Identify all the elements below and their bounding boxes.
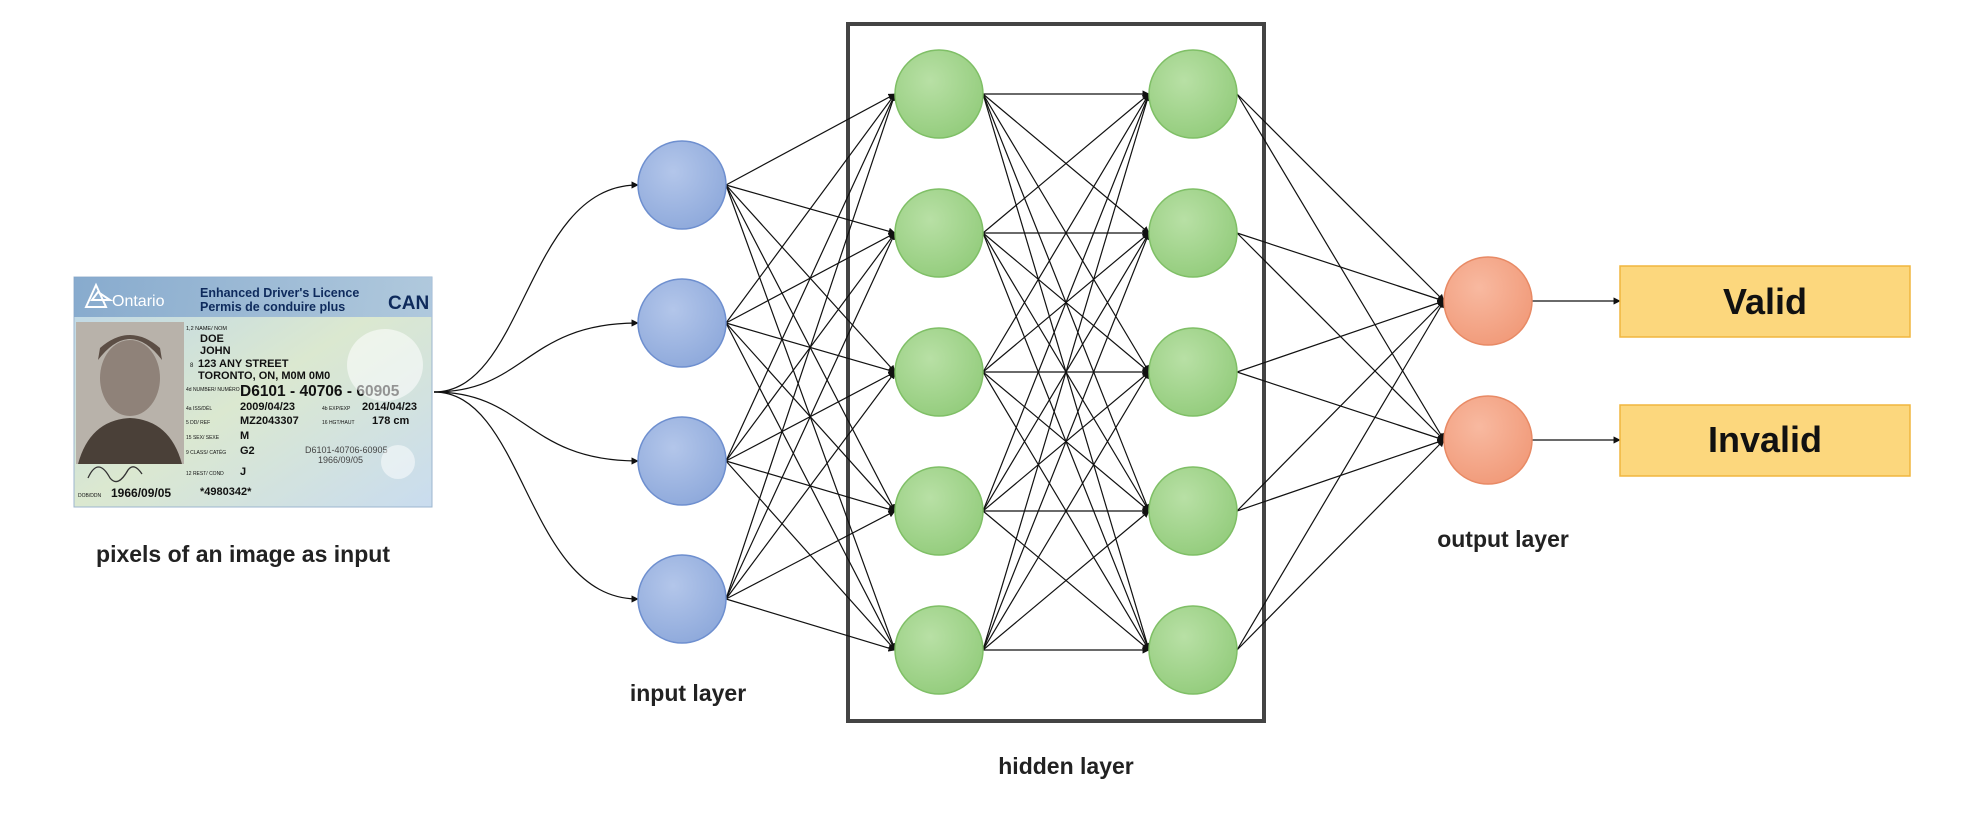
hidden-to-output-edge xyxy=(1236,439,1445,651)
hidden-to-hidden-edge xyxy=(982,93,1150,234)
id-title-fr: Permis de conduire plus xyxy=(200,300,345,314)
hidden-to-output-edge xyxy=(1236,232,1445,303)
signature xyxy=(87,466,143,483)
hidden-node-layer2 xyxy=(1148,49,1238,139)
output-valid-rect xyxy=(1619,265,1911,338)
id-expiry-label: 4b EXP/EXP xyxy=(322,406,351,412)
hidden-layer-frame xyxy=(846,22,1266,723)
id-country: CAN xyxy=(388,293,429,314)
image-to-input-edge xyxy=(433,391,639,603)
id-dd: MZ2043307 xyxy=(240,415,299,427)
id-address-label: 8 xyxy=(190,363,194,369)
id-ghost-number: D6101-40706-60905 xyxy=(305,445,388,455)
hidden-to-hidden-edge xyxy=(982,93,1150,512)
hidden-to-hidden-edge xyxy=(982,93,1151,651)
input-to-hidden-edge xyxy=(725,232,896,600)
connections xyxy=(433,90,1621,654)
image-input-label: pixels of an image as input xyxy=(96,541,390,567)
hidden-node-layer1 xyxy=(894,327,984,417)
output-valid-label: Valid xyxy=(1723,281,1807,322)
output-invalid-rect xyxy=(1619,404,1911,477)
output-node xyxy=(1443,395,1533,485)
id-dob: 1966/09/05 xyxy=(111,486,171,500)
neurons xyxy=(637,49,1533,695)
hidden-node-layer1 xyxy=(894,49,984,139)
input-to-hidden-edge xyxy=(725,510,896,600)
input-to-hidden-edge xyxy=(725,93,897,600)
id-last-name: DOE xyxy=(200,333,224,345)
image-to-input-edge xyxy=(433,319,639,393)
id-first-name: JOHN xyxy=(200,345,231,357)
hidden-node-layer1 xyxy=(894,605,984,695)
id-class-label: 9 CLASS/ CATÉG xyxy=(186,449,226,456)
trillium-logo-icon xyxy=(84,282,114,308)
input-to-hidden-edge xyxy=(725,93,896,186)
output-layer-label: output layer xyxy=(1437,526,1569,552)
input-node xyxy=(637,140,727,230)
id-number-label: 4d NUMBER/ NUMÉRO xyxy=(186,386,240,393)
id-sex-label: 15 SEX/ SEXE xyxy=(186,435,220,441)
input-layer-label: input layer xyxy=(630,680,746,706)
hidden-node-layer2 xyxy=(1148,466,1238,556)
id-city: TORONTO, ON, M0M 0M0 xyxy=(198,370,330,382)
hidden-to-hidden-edge xyxy=(982,371,1150,651)
output-invalid-box: Invalid xyxy=(1619,404,1911,477)
hidden-node-layer2 xyxy=(1148,605,1238,695)
ghost-photo xyxy=(381,445,415,479)
hidden-to-hidden-edge xyxy=(982,510,1150,651)
hidden-to-output-edge xyxy=(1236,300,1445,651)
output-invalid-label: Invalid xyxy=(1708,419,1822,460)
id-rest-label: 12 REST/ COND xyxy=(186,471,224,477)
id-dob-label: DOB/DDN xyxy=(78,493,101,499)
id-rest: J xyxy=(240,466,246,478)
hidden-node-layer1 xyxy=(894,466,984,556)
input-node xyxy=(637,416,727,506)
id-barcode-text: *4980342* xyxy=(200,486,252,498)
id-title-en: Enhanced Driver's Licence xyxy=(200,286,359,300)
id-class: G2 xyxy=(240,445,255,457)
id-sex: M xyxy=(240,430,249,442)
input-to-hidden-edge xyxy=(725,371,896,600)
id-ghost-dob: 1966/09/05 xyxy=(318,455,363,465)
id-card-header xyxy=(74,277,432,317)
id-name-label: 1,2 NAME/ NOM xyxy=(186,326,227,332)
id-card-image: Ontario Enhanced Driver's Licence Permis… xyxy=(73,276,433,508)
hologram-icon xyxy=(347,329,423,401)
id-height-label: 16 HGT/HAUT xyxy=(322,420,355,426)
hidden-node-layer2 xyxy=(1148,188,1238,278)
id-province: Ontario xyxy=(112,293,165,310)
hidden-node-layer1 xyxy=(894,188,984,278)
id-portrait xyxy=(76,322,184,464)
output-node xyxy=(1443,256,1533,346)
id-height: 178 cm xyxy=(372,415,410,427)
image-to-input-edge xyxy=(433,181,639,393)
input-to-hidden-edge xyxy=(725,598,896,652)
hidden-to-output-edge xyxy=(1236,299,1445,373)
input-node xyxy=(637,554,727,644)
hidden-to-hidden-edge xyxy=(982,232,1150,651)
output-valid-box: Valid xyxy=(1619,265,1911,338)
input-to-hidden-edge xyxy=(725,93,896,462)
hidden-to-output-edge xyxy=(1236,300,1445,512)
input-node xyxy=(637,278,727,368)
id-dd-label: 5 DD/ REF xyxy=(186,420,210,426)
hidden-layer-label: hidden layer xyxy=(998,753,1134,779)
id-street: 123 ANY STREET xyxy=(198,358,289,370)
hidden-to-hidden-edge xyxy=(982,93,1150,373)
id-issued: 2009/04/23 xyxy=(240,401,295,413)
id-expiry: 2014/04/23 xyxy=(362,401,417,413)
image-to-input-edge xyxy=(433,391,639,465)
hidden-to-output-edge xyxy=(1236,93,1445,302)
hidden-node-layer2 xyxy=(1148,327,1238,417)
id-issued-label: 4a ISS/DÉL xyxy=(186,405,212,412)
input-to-hidden-edge xyxy=(725,93,896,324)
